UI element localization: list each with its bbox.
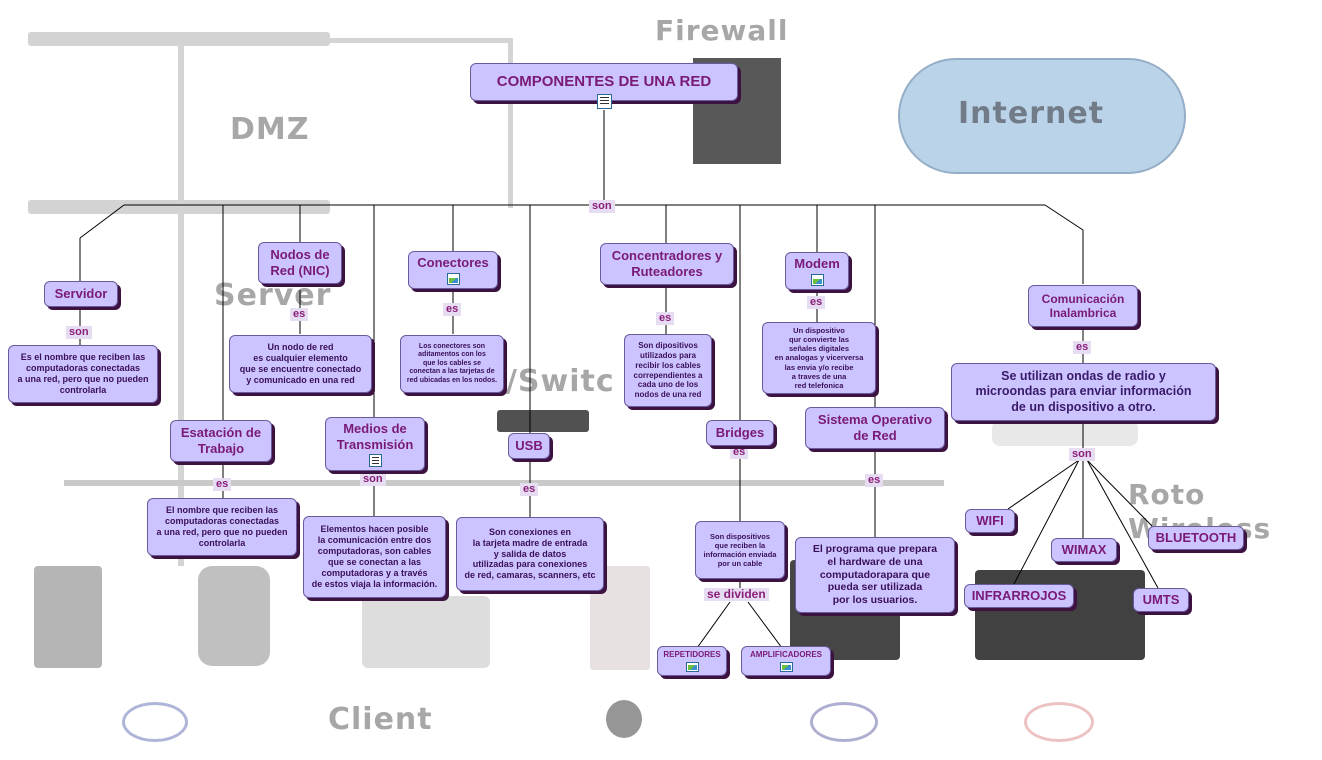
concept-concentradores[interactable]: Concentradores y Ruteadores (600, 243, 734, 285)
printer-device (362, 596, 490, 668)
concept-bridges[interactable]: Bridges (706, 420, 774, 446)
phone-device (198, 566, 270, 666)
repetidores-label: REPETIDORES (663, 650, 721, 659)
bluetooth-label: BLUETOOTH (1155, 530, 1237, 546)
image-icon[interactable] (446, 272, 460, 285)
bg-switch-text: \/Switc (494, 364, 615, 399)
link-sistema-es: es (865, 474, 884, 487)
usb-label: USB (515, 438, 543, 454)
router-device (992, 420, 1138, 446)
bg-internet-text: Internet (958, 96, 1105, 131)
desc-concentradores: Son dipositivos utilizados para recibir … (624, 334, 712, 407)
concept-wimax[interactable]: WIMAX (1051, 538, 1117, 562)
link-servidor-son: son (66, 326, 92, 339)
concept-bluetooth[interactable]: BLUETOOTH (1148, 526, 1244, 550)
concept-comunicacion-inalambrica[interactable]: Comunicación Inalambrica (1028, 285, 1138, 327)
desc-nodos: Un nodo de red es cualquier elemento que… (229, 335, 372, 393)
concentradores-label: Concentradores y Ruteadores (611, 248, 723, 279)
desc-usb: Son conexiones en la tarjeta madre de en… (456, 517, 604, 591)
concept-wifi[interactable]: WIFI (965, 509, 1015, 533)
concept-sistema-operativo[interactable]: Sistema Operativo de Red (805, 407, 945, 449)
image-icon[interactable] (685, 661, 699, 672)
estacion-label: Esatación de Trabajo (180, 425, 262, 456)
link-conectores-es: es (443, 303, 462, 316)
concept-medios-de-transmision[interactable]: Medios de Transmisión (325, 417, 425, 471)
bg-client-text: Client (328, 702, 433, 737)
conectores-label: Conectores (417, 255, 489, 270)
penguin-logo-icon (606, 700, 642, 738)
image-icon[interactable] (810, 273, 824, 286)
desc-medios: Elementos hacen posible la comunicación … (303, 516, 446, 598)
concept-nodos-de-red[interactable]: Nodos de Red (NIC) (258, 242, 342, 284)
top-cable (330, 38, 510, 43)
desc-comunicacion: Se utilizan ondas de radio y microondas … (951, 363, 1216, 421)
concept-usb[interactable]: USB (508, 433, 550, 459)
link-usb-es: es (520, 483, 539, 496)
switch-box (497, 410, 589, 432)
link-bridges-se-dividen: se dividen (704, 588, 769, 601)
concept-umts[interactable]: UMTS (1133, 588, 1189, 612)
bg-dmz-text: DMZ (230, 112, 310, 147)
desc-bridges: Son dispositivos que reciben la informac… (695, 521, 785, 579)
link-medios-son: son (360, 473, 386, 486)
concept-conectores[interactable]: Conectores (408, 251, 498, 289)
x-logo-icon (122, 702, 188, 742)
top-rack-bar (28, 32, 330, 46)
concept-servidor[interactable]: Servidor (44, 281, 118, 307)
server-tower (34, 566, 102, 668)
desc-servidor: Es el nombre que reciben las computadora… (8, 345, 158, 403)
image-icon[interactable] (779, 661, 793, 672)
medios-label: Medios de Transmisión (336, 421, 414, 452)
root-label: COMPONENTES DE UNA RED (496, 73, 712, 90)
link-comunicacion-es: es (1073, 341, 1092, 354)
concept-infrarrojos[interactable]: INFRARROJOS (964, 584, 1074, 608)
link-concentradores-es: es (656, 312, 675, 325)
nodos-label: Nodos de Red (NIC) (270, 247, 330, 278)
desc-sistema: El programa que prepara el hardware de u… (795, 537, 955, 613)
lan-bus (64, 480, 944, 486)
infrarrojos-label: INFRARROJOS (971, 588, 1067, 604)
vertical-cable (178, 46, 184, 566)
link-estacion-es: es (213, 478, 232, 491)
sistema-label: Sistema Operativo de Red (817, 412, 933, 443)
bg-firewall-text: Firewall (655, 14, 789, 47)
link-son-main: son (589, 200, 615, 213)
concept-repetidores[interactable]: REPETIDORES (657, 646, 727, 676)
bridges-label: Bridges (715, 425, 765, 441)
servidor-label: Servidor (54, 286, 108, 302)
link-modem-es: es (807, 296, 826, 309)
concept-amplificadores[interactable]: AMPLIFICADORES (741, 646, 831, 676)
umts-label: UMTS (1142, 592, 1180, 608)
top-cable-drop (508, 38, 513, 208)
wifi-label: WIFI (976, 513, 1004, 529)
document-icon[interactable] (597, 94, 612, 109)
concept-estacion-de-trabajo[interactable]: Esatación de Trabajo (170, 420, 272, 462)
comunicacion-label: Comunicación Inalambrica (1041, 291, 1125, 320)
document-icon[interactable] (368, 454, 382, 467)
concept-modem[interactable]: Modem (785, 252, 849, 290)
wimax-label: WIMAX (1061, 542, 1107, 558)
modem-label: Modem (794, 256, 840, 271)
desc-conectores: Los conectores son aditamentos con los q… (400, 335, 504, 393)
internet-cloud (898, 58, 1186, 174)
desc-modem: Un dispositivo qur convierte las señales… (762, 322, 876, 394)
wireless-logo-icon (1024, 702, 1094, 742)
desc-estacion: El nombre que reciben las computadoras c… (147, 498, 297, 556)
link-nodos-es: es (290, 308, 309, 321)
windows-logo-icon (810, 702, 878, 742)
link-comunicacion-son: son (1069, 448, 1095, 461)
link-bridges-es: es (730, 446, 749, 459)
amplificadores-label: AMPLIFICADORES (750, 650, 822, 659)
